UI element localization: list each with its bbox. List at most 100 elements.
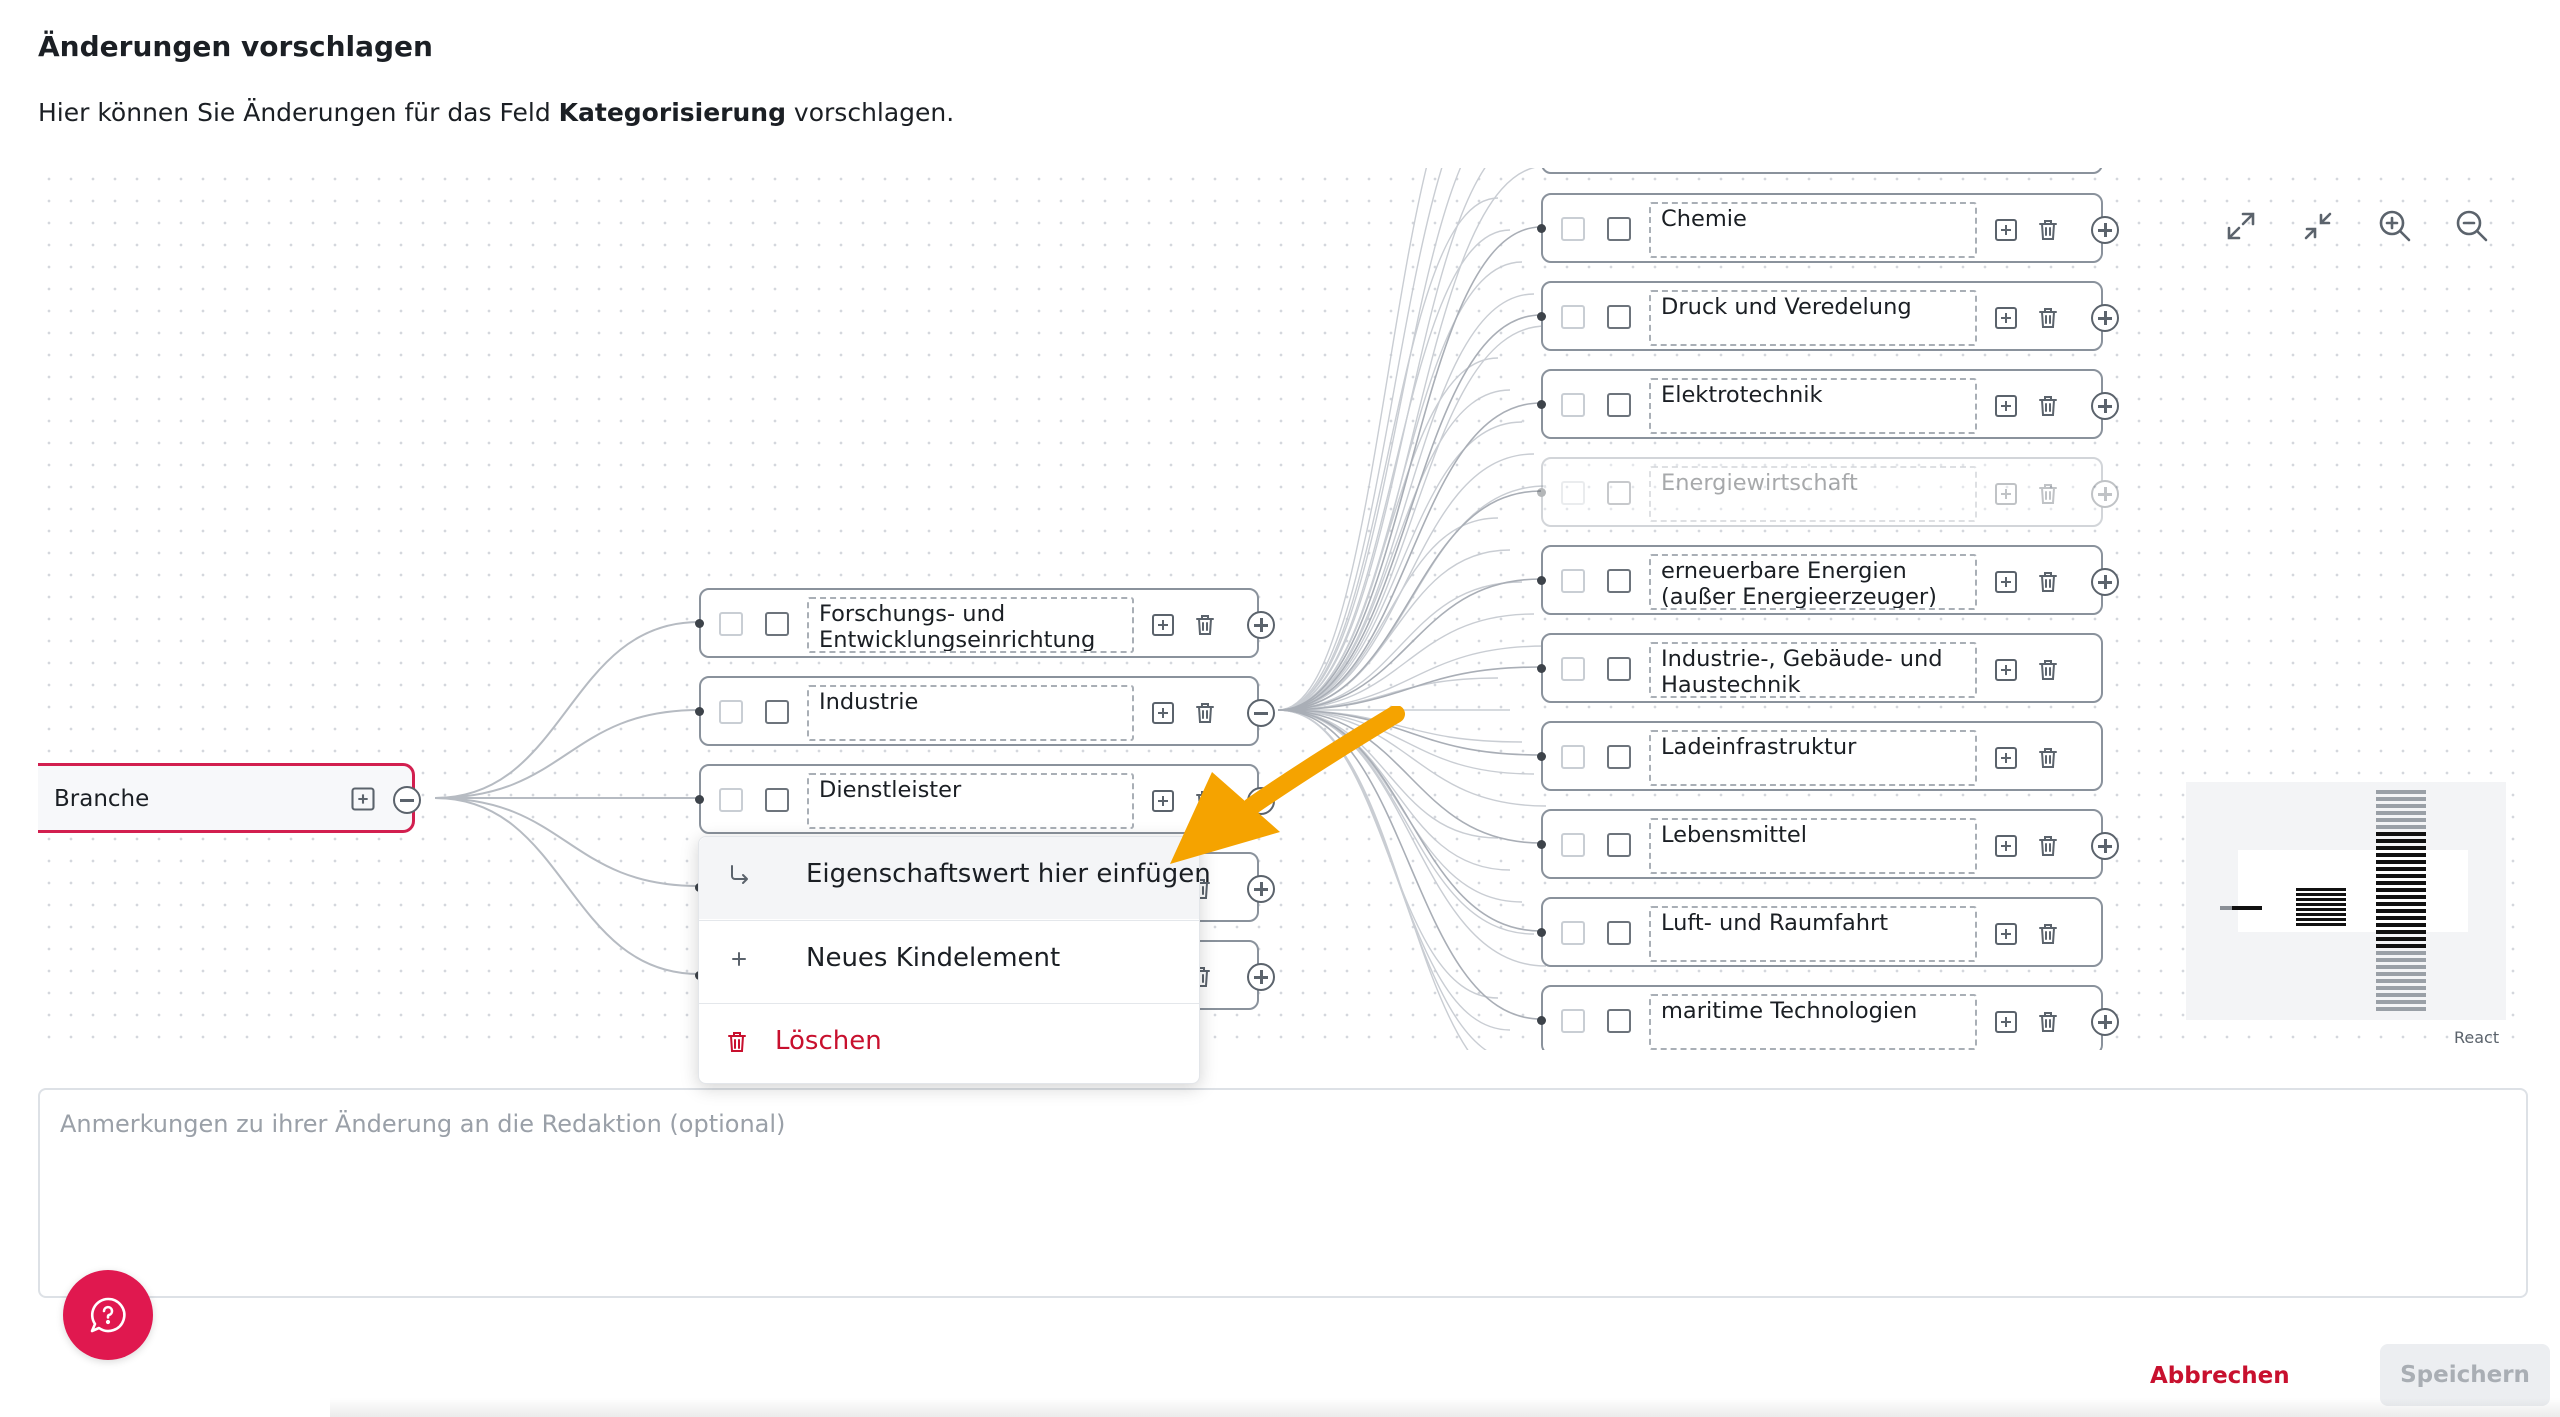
menu-item-insert-value[interactable]: Eigenschaftswert hier einfügen — [699, 837, 1211, 919]
node-select-checkbox[interactable] — [1561, 745, 1585, 769]
flow-canvas[interactable]: Branche Forschungs- und Entwicklungseinr… — [38, 168, 2528, 1050]
node-select-checkbox[interactable] — [1561, 657, 1585, 681]
node-label[interactable]: erneuerbare Energien (außer Energieerzeu… — [1649, 554, 1977, 610]
node-label[interactable]: Forschungs- und Entwicklungseinrichtung — [807, 597, 1134, 653]
add-sibling-icon[interactable] — [1993, 393, 2019, 419]
node-label[interactable]: Lebensmittel — [1649, 818, 1977, 874]
node-value-checkbox[interactable] — [765, 700, 789, 724]
node-target-handle[interactable] — [1537, 752, 1546, 761]
add-sibling-icon[interactable] — [1993, 569, 2019, 595]
trash-icon[interactable] — [2035, 1009, 2061, 1035]
node-select-checkbox[interactable] — [1561, 569, 1585, 593]
node-label[interactable]: Dienstleister — [807, 773, 1134, 829]
node-label[interactable]: Energiewirtschaft — [1649, 466, 1977, 522]
add-sibling-icon[interactable] — [1993, 833, 2019, 859]
trash-icon[interactable] — [2035, 305, 2061, 331]
node-target-handle[interactable] — [695, 795, 704, 804]
node-label[interactable]: Druck und Veredelung — [1649, 290, 1977, 346]
collapse-handle[interactable] — [393, 786, 421, 814]
collapse-handle[interactable] — [1247, 699, 1275, 727]
tree-node-clipped[interactable] — [1541, 168, 2103, 174]
node-target-handle[interactable] — [1537, 928, 1546, 937]
node-value-checkbox[interactable] — [1607, 745, 1631, 769]
node-select-checkbox[interactable] — [1561, 1009, 1585, 1033]
tree-node[interactable]: Elektrotechnik — [1537, 369, 2119, 439]
minimap[interactable] — [2186, 782, 2506, 1020]
node-target-handle[interactable] — [1537, 576, 1546, 585]
node-select-checkbox[interactable] — [1561, 305, 1585, 329]
trash-icon[interactable] — [2035, 657, 2061, 683]
node-select-checkbox[interactable] — [719, 612, 743, 636]
tree-node[interactable]: Forschungs- und Entwicklungseinrichtung — [695, 588, 1275, 658]
node-select-checkbox[interactable] — [1561, 393, 1585, 417]
add-sibling-icon[interactable] — [1993, 657, 2019, 683]
react-flow-attribution[interactable]: React Flow — [2454, 1028, 2500, 1050]
add-sibling-icon[interactable] — [1993, 745, 2019, 771]
tree-node[interactable]: Industrie-, Gebäude- und Haustechnik — [1537, 633, 2103, 703]
node-select-checkbox[interactable] — [1561, 481, 1585, 505]
save-button[interactable]: Speichern — [2380, 1344, 2550, 1406]
node-label[interactable]: Industrie-, Gebäude- und Haustechnik — [1649, 642, 1977, 698]
node-label[interactable]: Elektrotechnik — [1649, 378, 1977, 434]
node-select-checkbox[interactable] — [1561, 833, 1585, 857]
trash-icon[interactable] — [2035, 217, 2061, 243]
node-value-checkbox[interactable] — [1607, 1009, 1631, 1033]
node-label[interactable]: Ladeinfrastruktur — [1649, 730, 1977, 786]
add-sibling-icon[interactable] — [1993, 305, 2019, 331]
node-value-checkbox[interactable] — [765, 612, 789, 636]
tree-node[interactable]: Lebensmittel — [1537, 809, 2119, 879]
trash-icon[interactable] — [2035, 481, 2061, 507]
node-label[interactable]: maritime Technologien — [1649, 994, 1977, 1050]
expand-handle[interactable] — [2091, 1008, 2119, 1036]
tree-node[interactable]: Energiewirtschaft — [1537, 457, 2119, 527]
node-label[interactable]: Luft- und Raumfahrt — [1649, 906, 1977, 962]
expand-handle[interactable] — [1247, 611, 1275, 639]
trash-icon[interactable] — [1192, 700, 1218, 726]
node-value-checkbox[interactable] — [1607, 481, 1631, 505]
menu-item-new-child[interactable]: Neues Kindelement — [699, 921, 1199, 1003]
node-target-handle[interactable] — [1537, 400, 1546, 409]
node-target-handle[interactable] — [1537, 664, 1546, 673]
trash-icon[interactable] — [2035, 833, 2061, 859]
node-label[interactable]: Chemie — [1649, 202, 1977, 258]
tree-node[interactable]: Druck und Veredelung — [1537, 281, 2119, 351]
node-value-checkbox[interactable] — [1607, 217, 1631, 241]
expand-handle[interactable] — [2091, 568, 2119, 596]
trash-icon[interactable] — [2035, 569, 2061, 595]
node-select-checkbox[interactable] — [1561, 921, 1585, 945]
trash-icon[interactable] — [1188, 876, 1214, 902]
collapse-icon[interactable] — [2298, 206, 2338, 246]
tree-node[interactable]: Chemie — [1537, 193, 2119, 263]
expand-handle[interactable] — [2091, 832, 2119, 860]
node-target-handle[interactable] — [695, 707, 704, 716]
add-sibling-icon[interactable] — [1993, 1009, 2019, 1035]
node-value-checkbox[interactable] — [1607, 305, 1631, 329]
expand-handle[interactable] — [1247, 963, 1275, 991]
add-sibling-icon[interactable] — [1993, 921, 2019, 947]
node-select-checkbox[interactable] — [719, 700, 743, 724]
trash-icon[interactable] — [2035, 745, 2061, 771]
trash-icon[interactable] — [2035, 393, 2061, 419]
node-value-checkbox[interactable] — [1607, 657, 1631, 681]
node-target-handle[interactable] — [1537, 488, 1546, 497]
root-node[interactable]: Branche — [38, 763, 421, 833]
node-value-checkbox[interactable] — [765, 788, 789, 812]
add-sibling-icon[interactable] — [1993, 217, 2019, 243]
add-sibling-icon[interactable] — [1150, 788, 1176, 814]
expand-icon[interactable] — [2221, 206, 2261, 246]
node-value-checkbox[interactable] — [1607, 569, 1631, 593]
add-sibling-icon[interactable] — [1150, 700, 1176, 726]
add-sibling-icon[interactable] — [1150, 612, 1176, 638]
node-target-handle[interactable] — [1537, 840, 1546, 849]
node-target-handle[interactable] — [1537, 312, 1546, 321]
trash-icon[interactable] — [2035, 921, 2061, 947]
trash-icon[interactable] — [1192, 612, 1218, 638]
zoom-in-icon[interactable] — [2375, 206, 2415, 246]
node-value-checkbox[interactable] — [1607, 921, 1631, 945]
node-label[interactable]: Industrie — [807, 685, 1134, 741]
trash-icon[interactable] — [1188, 964, 1214, 990]
node-value-checkbox[interactable] — [1607, 833, 1631, 857]
add-sibling-icon[interactable] — [1993, 481, 2019, 507]
comment-textarea[interactable] — [38, 1088, 2528, 1298]
node-target-handle[interactable] — [1537, 224, 1546, 233]
